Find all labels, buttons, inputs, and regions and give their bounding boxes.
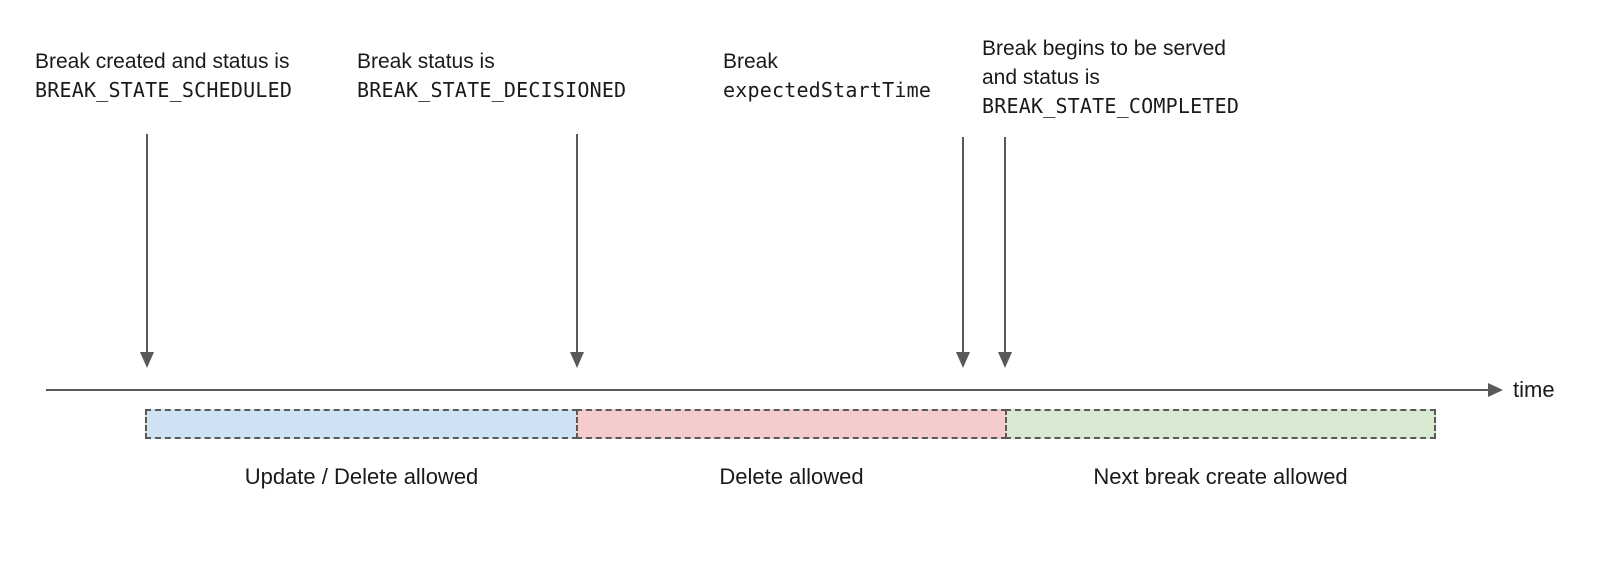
annotation-break-completed-text-1: Break begins to be served (982, 37, 1226, 60)
segment-label-delete-allowed: Delete allowed (719, 464, 864, 489)
segment-next-break-create-allowed (1005, 409, 1436, 439)
annotation-break-created-text: Break created and status is (35, 50, 290, 73)
annotation-break-completed-text-2: and status is (982, 66, 1100, 89)
timeline-axis (46, 389, 1489, 391)
arrow-down-icon (998, 352, 1012, 368)
annotation-expected-start-time-text: Break (723, 50, 778, 73)
arrow-shaft (962, 137, 964, 353)
arrow-down-icon (140, 352, 154, 368)
arrow-right-icon (1488, 383, 1503, 397)
timeline-axis-label: time (1513, 377, 1555, 402)
segment-delete-allowed (576, 409, 1007, 439)
arrow-shaft (1004, 137, 1006, 353)
annotation-expected-start-time: Break expectedStartTime (723, 47, 931, 105)
arrow-shaft (576, 134, 578, 353)
annotation-break-completed-code: BREAK_STATE_COMPLETED (982, 94, 1240, 118)
annotation-break-completed: Break begins to be served and status is … (982, 34, 1239, 121)
annotation-break-created: Break created and status is BREAK_STATE_… (35, 47, 292, 105)
annotation-break-decisioned-text: Break status is (357, 50, 495, 73)
segment-label-next-break-create-allowed: Next break create allowed (1093, 464, 1348, 489)
arrow-down-icon (956, 352, 970, 368)
segment-label-update-delete-allowed: Update / Delete allowed (244, 464, 479, 489)
segment-update-delete-allowed (145, 409, 578, 439)
annotation-expected-start-time-code: expectedStartTime (723, 78, 932, 102)
annotation-break-decisioned-code: BREAK_STATE_DECISIONED (357, 78, 627, 102)
annotation-break-decisioned: Break status is BREAK_STATE_DECISIONED (357, 47, 626, 105)
annotation-break-created-code: BREAK_STATE_SCHEDULED (35, 78, 293, 102)
arrow-shaft (146, 134, 148, 353)
arrow-down-icon (570, 352, 584, 368)
